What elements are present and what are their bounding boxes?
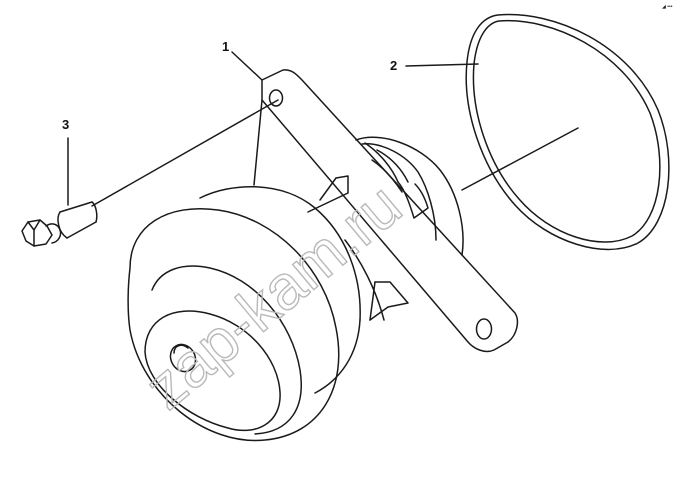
leader-line-1 bbox=[231, 51, 263, 81]
callout-label-1: 1 bbox=[222, 39, 229, 54]
corner-mark: ◢ ••• bbox=[662, 4, 673, 10]
bolt-axis-line bbox=[91, 99, 279, 207]
leader-line-2 bbox=[405, 63, 479, 67]
bolt bbox=[21, 201, 98, 247]
callout-label-2: 2 bbox=[390, 58, 397, 73]
axis-line bbox=[461, 127, 579, 191]
watermark: zap-kam.ru bbox=[133, 171, 415, 423]
callout-label-3: 3 bbox=[62, 117, 69, 132]
o-ring-seal bbox=[465, 13, 670, 251]
water-pump bbox=[127, 69, 519, 442]
